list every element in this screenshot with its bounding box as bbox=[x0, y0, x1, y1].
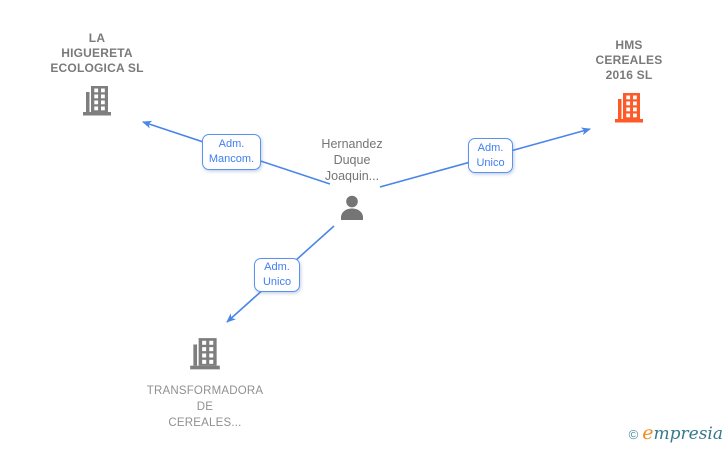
edge-label-adm-unico-right[interactable]: Adm. Unico bbox=[468, 138, 513, 173]
edge-label-line: Unico bbox=[476, 156, 505, 169]
person-node-hernandez-duque[interactable]: Hernandez Duque Joaquin... bbox=[272, 136, 432, 229]
company-name-line: ECOLOGICA SL bbox=[50, 61, 144, 75]
company-name-line: LA bbox=[88, 31, 106, 45]
building-icon bbox=[187, 336, 223, 377]
person-name-line: Joaquin... bbox=[324, 169, 380, 183]
copyright-icon: © bbox=[628, 427, 639, 442]
company-node-transformadora[interactable]: TRANSFORMADORA DE CEREALES... bbox=[125, 328, 285, 431]
company-node-hms-cereales[interactable]: HMS CEREALES 2016 SL bbox=[549, 38, 709, 130]
person-icon bbox=[336, 192, 368, 229]
company-name-line: HIGUERETA bbox=[61, 46, 133, 60]
person-name-line: Hernandez bbox=[321, 137, 383, 151]
company-name-line: 2016 SL bbox=[605, 68, 653, 82]
building-icon bbox=[80, 84, 114, 123]
edge-label-line: Adm. bbox=[477, 141, 504, 154]
company-name-line: HMS bbox=[615, 38, 643, 52]
edge-label-adm-mancom[interactable]: Adm. Mancom. bbox=[202, 134, 261, 170]
company-name-line: TRANSFORMADORA bbox=[146, 385, 264, 397]
company-name-line: CEREALES bbox=[595, 53, 663, 67]
company-name: TRANSFORMADORA DE CEREALES... bbox=[125, 383, 285, 431]
company-name: HMS CEREALES 2016 SL bbox=[549, 38, 709, 83]
company-name-line: CEREALES... bbox=[168, 417, 242, 429]
company-name-line: DE bbox=[196, 401, 214, 413]
brand-wordmark: empresia bbox=[642, 422, 723, 444]
empresia-logo[interactable]: © empresia bbox=[629, 422, 723, 444]
brand-initial: e bbox=[642, 422, 654, 444]
edge-label-adm-unico-bottom[interactable]: Adm. Unico bbox=[254, 258, 300, 292]
edge-label-line: Adm. bbox=[264, 261, 290, 273]
brand-rest: mpresia bbox=[653, 424, 724, 444]
person-name-line: Duque bbox=[333, 153, 371, 167]
edge-label-line: Unico bbox=[262, 276, 292, 288]
company-node-la-higuereta[interactable]: LA HIGUERETA ECOLOGICA SL bbox=[17, 31, 177, 123]
building-icon bbox=[612, 91, 646, 130]
person-name: Hernandez Duque Joaquin... bbox=[272, 136, 432, 184]
company-name: LA HIGUERETA ECOLOGICA SL bbox=[17, 31, 177, 76]
edge-label-line: Mancom. bbox=[208, 153, 255, 165]
edge-label-line: Adm. bbox=[218, 138, 245, 150]
